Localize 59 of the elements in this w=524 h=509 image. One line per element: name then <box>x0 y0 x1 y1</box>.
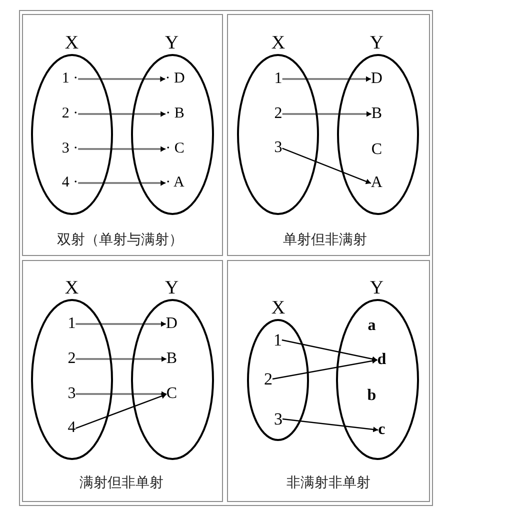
arrow <box>272 358 378 380</box>
set-name: X <box>64 278 79 298</box>
set-name: X <box>271 34 286 53</box>
element-label: C <box>371 142 382 158</box>
arrow <box>75 393 167 429</box>
element-label: 2 <box>274 106 282 122</box>
element-label: B <box>166 350 178 367</box>
element-label: 1 <box>68 316 76 332</box>
panel <box>22 260 223 502</box>
element-label: · A <box>166 176 184 191</box>
set-name: X <box>271 298 286 318</box>
element-label: a <box>368 318 376 334</box>
arrow <box>282 418 378 432</box>
element-label: C <box>166 386 178 402</box>
panel <box>227 260 430 502</box>
set-name: Y <box>370 278 384 298</box>
arrow <box>282 148 372 184</box>
element-label: c <box>378 422 386 438</box>
set-name: Y <box>370 34 384 53</box>
panel-label: 单射但非满射 <box>283 233 367 247</box>
arrow <box>76 391 166 397</box>
element-label: 3 · <box>62 142 78 157</box>
arrow <box>76 356 166 362</box>
element-label: b <box>367 388 376 404</box>
arrow <box>282 76 371 82</box>
element-label: 2 <box>68 350 76 367</box>
element-label: · C <box>166 142 184 157</box>
element-label: 4 · <box>62 176 78 191</box>
arrow <box>282 339 378 362</box>
element-label: 1 <box>273 331 282 348</box>
panel <box>22 14 223 256</box>
arrow <box>78 111 166 117</box>
element-label: 2 · <box>62 106 78 122</box>
element-label: 4 <box>68 420 76 436</box>
element-label: D <box>370 70 382 87</box>
arrow <box>76 321 166 327</box>
element-label: 1 · <box>62 71 78 86</box>
element-label: B <box>371 106 382 122</box>
panel-label: 满射但非单射 <box>80 476 164 490</box>
arrow <box>78 180 166 186</box>
element-label: · D <box>165 71 185 86</box>
element-label: A <box>370 175 382 192</box>
set-name: Y <box>164 34 179 53</box>
element-label: D <box>166 316 178 332</box>
element-label: 1 <box>274 70 282 87</box>
element-label: 3 <box>274 140 282 156</box>
element-label: 3 <box>274 410 283 428</box>
panel-label: 非满射非单射 <box>286 476 370 490</box>
arrow <box>78 146 166 152</box>
element-label: 2 <box>264 370 273 388</box>
element-label: · B <box>166 106 184 122</box>
arrow <box>282 111 372 117</box>
arrow <box>78 76 166 82</box>
element-label: d <box>377 352 386 368</box>
element-label: 3 <box>68 386 76 402</box>
set-name: Y <box>164 278 179 298</box>
panel <box>227 14 430 256</box>
panel-label: 双射（单射与满射） <box>57 233 183 247</box>
set-name: X <box>64 34 79 53</box>
